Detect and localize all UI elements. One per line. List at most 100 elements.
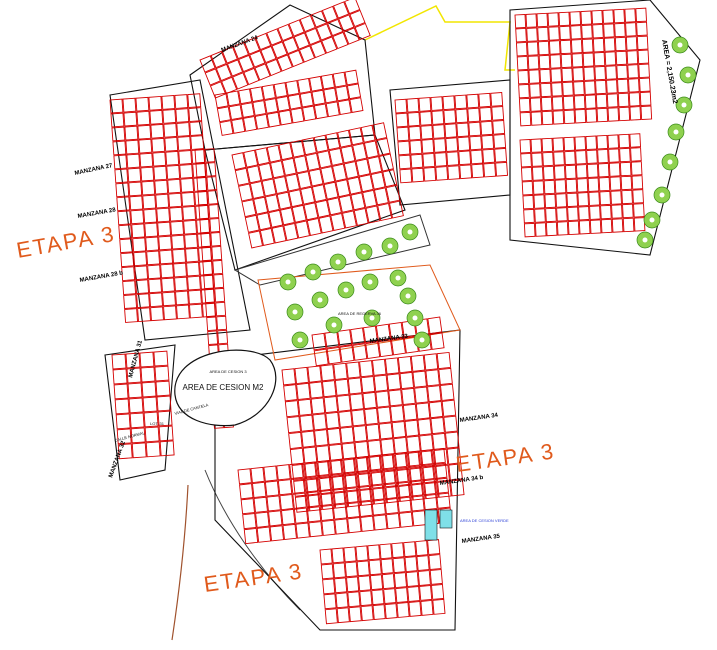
lot (328, 147, 344, 166)
lot (406, 435, 421, 453)
lot (633, 217, 646, 232)
lot (551, 96, 564, 111)
lot (156, 395, 172, 412)
lot (586, 149, 598, 164)
lot (310, 40, 327, 59)
lot (248, 230, 264, 249)
lot (321, 380, 337, 398)
lot (595, 93, 608, 109)
lot (199, 55, 216, 73)
lot (433, 138, 447, 153)
lot (127, 167, 142, 183)
lot (209, 218, 221, 233)
etapa-label-south: ETAPA 3 (202, 558, 305, 597)
lot (132, 237, 147, 253)
lot (151, 137, 166, 153)
lot (396, 468, 412, 486)
lot (614, 36, 627, 52)
lot (152, 151, 167, 167)
lot (344, 561, 358, 578)
lot (123, 111, 138, 127)
lot (334, 518, 349, 535)
lot (320, 73, 335, 90)
tree-center (681, 102, 687, 108)
lot (193, 177, 208, 192)
lot (303, 202, 319, 221)
lot (199, 260, 213, 276)
lot (377, 406, 392, 424)
lot (514, 14, 527, 29)
lot (616, 64, 628, 80)
lot (308, 521, 323, 538)
lot (344, 487, 359, 504)
lot (242, 115, 258, 132)
lot (249, 50, 266, 68)
lot (116, 196, 131, 212)
lot (356, 456, 371, 475)
lot (523, 208, 535, 224)
lot (319, 548, 333, 565)
lot (359, 488, 375, 506)
lot (529, 83, 541, 98)
lot (348, 606, 362, 623)
lot (578, 206, 590, 221)
lot (631, 175, 644, 190)
lot (143, 208, 158, 224)
lot (150, 123, 165, 139)
lot (380, 558, 394, 575)
lot (279, 494, 294, 511)
lot (570, 39, 583, 54)
lot (111, 353, 127, 370)
lot (536, 12, 549, 28)
lot (543, 179, 556, 195)
lot (454, 94, 468, 110)
lot (597, 162, 610, 178)
lot (326, 346, 342, 365)
lot (564, 150, 576, 166)
lot (397, 496, 412, 513)
lot (115, 182, 130, 198)
lot (161, 277, 175, 293)
lot (585, 135, 598, 151)
lot (427, 385, 442, 403)
lot (343, 27, 360, 45)
lot (301, 430, 316, 448)
lot (286, 415, 302, 434)
tree-center (677, 42, 683, 48)
lot (431, 583, 445, 600)
lot (561, 67, 574, 83)
lot (367, 544, 381, 561)
cesion-area-caption: AREA DE CESION 3 (209, 369, 247, 374)
lot (525, 13, 538, 28)
lot (307, 365, 322, 383)
lot (364, 407, 379, 425)
lot (120, 252, 135, 268)
lot (162, 291, 176, 307)
lot (184, 233, 198, 249)
lot (358, 174, 374, 193)
lot (157, 221, 172, 237)
lot (303, 476, 319, 493)
lot (244, 214, 260, 233)
lot (256, 212, 272, 231)
lot (113, 383, 129, 400)
lot (538, 54, 551, 70)
lot (547, 12, 560, 27)
lot (542, 165, 555, 181)
lot (165, 150, 180, 166)
lot (306, 217, 322, 236)
lot (329, 473, 344, 490)
lot (584, 94, 597, 109)
lot (202, 260, 214, 276)
lot (537, 40, 550, 56)
lot (214, 92, 229, 109)
lot (372, 487, 387, 505)
tree-center (335, 259, 341, 265)
lot (297, 398, 313, 416)
lot (403, 541, 417, 558)
lot (548, 40, 561, 55)
lot (420, 450, 436, 468)
lot (350, 327, 366, 345)
lot (135, 96, 150, 112)
